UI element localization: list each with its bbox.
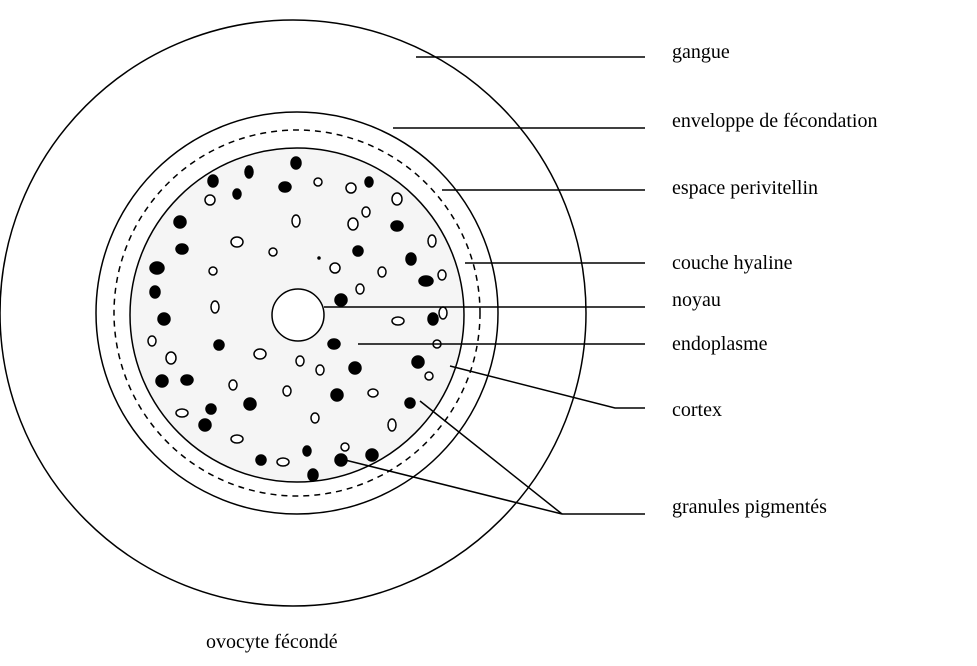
granule-hollow [283, 386, 291, 396]
pigment-granule-filled [419, 276, 433, 286]
pigment-granule-filled [174, 216, 186, 228]
pigment-granule-filled [391, 221, 403, 231]
pigment-granule-filled [214, 340, 224, 350]
pigment-granule-filled [279, 182, 291, 192]
label-endoplasme: endoplasme [672, 332, 768, 356]
pigment-granule-filled [331, 389, 343, 401]
granule-hollow [388, 419, 396, 431]
granule-hollow [254, 349, 266, 359]
granule-hollow [346, 183, 356, 193]
pigment-granule-filled [158, 313, 170, 325]
granule-hollow [176, 409, 188, 417]
granule-hollow [231, 435, 243, 443]
label-gangue: gangue [672, 40, 730, 64]
granule-hollow [314, 178, 322, 186]
granule-hollow [277, 458, 289, 466]
granule-hollow [316, 365, 324, 375]
label-enveloppe-de-fecondation: enveloppe de fécondation [672, 109, 877, 133]
pigment-granule-filled [181, 375, 193, 385]
granule-hollow [311, 413, 319, 423]
pigment-granule-filled [428, 313, 438, 325]
pigment-granule-filled [256, 455, 266, 465]
pigment-granule-filled [208, 175, 218, 187]
diagram-caption: ovocyte fécondé [206, 630, 338, 654]
granule-hollow [392, 317, 404, 325]
pigment-granule-filled [150, 286, 160, 298]
granule-hollow [296, 356, 304, 366]
granule-hollow [269, 248, 277, 256]
granule-hollow [231, 237, 243, 247]
pigment-granule-filled [328, 339, 340, 349]
granule-hollow [148, 336, 156, 346]
granule-hollow [362, 207, 370, 217]
granule-hollow [330, 263, 340, 273]
granule-hollow [348, 218, 358, 230]
granule-hollow [368, 389, 378, 397]
pigment-granule-filled [206, 404, 216, 414]
pigment-granule-filled [406, 253, 416, 265]
pigment-granule-filled [366, 449, 378, 461]
granule-hollow [292, 215, 300, 227]
label-noyau: noyau [672, 288, 721, 312]
granule-hollow [439, 307, 447, 319]
pigment-granule-filled [244, 398, 256, 410]
granule-hollow [392, 193, 402, 205]
pigment-granule-filled [353, 246, 363, 256]
nucleus [272, 289, 324, 341]
granule-hollow [205, 195, 215, 205]
granule-hollow [356, 284, 364, 294]
granule-hollow [425, 372, 433, 380]
pigment-granule-filled [349, 362, 361, 374]
label-granules-pigmentes: granules pigmentés [672, 495, 827, 519]
label-couche-hyaline: couche hyaline [672, 251, 793, 275]
granule-hollow [166, 352, 176, 364]
granule-hollow [438, 270, 446, 280]
granule-hollow [229, 380, 237, 390]
pigment-granule-filled [245, 166, 253, 178]
pigment-granule-filled [233, 189, 241, 199]
granule-hollow [341, 443, 349, 451]
pigment-granule-filled [335, 294, 347, 306]
pigment-granule-filled [405, 398, 415, 408]
pigment-granule-filled [412, 356, 424, 368]
pigment-granule-filled [291, 157, 301, 169]
pigment-granule-filled [318, 257, 320, 259]
pigment-granule-filled [156, 375, 168, 387]
pigment-granule-filled [176, 244, 188, 254]
pigment-granule-filled [365, 177, 373, 187]
pigment-granule-filled [150, 262, 164, 274]
granule-hollow [209, 267, 217, 275]
granule-hollow [211, 301, 219, 313]
pigment-granule-filled [199, 419, 211, 431]
pigment-granule-filled [308, 469, 318, 481]
granule-hollow [378, 267, 386, 277]
label-espace-perivitellin: espace perivitellin [672, 176, 818, 200]
pigment-granule-filled [303, 446, 311, 456]
label-cortex: cortex [672, 398, 722, 422]
granule-hollow [428, 235, 436, 247]
